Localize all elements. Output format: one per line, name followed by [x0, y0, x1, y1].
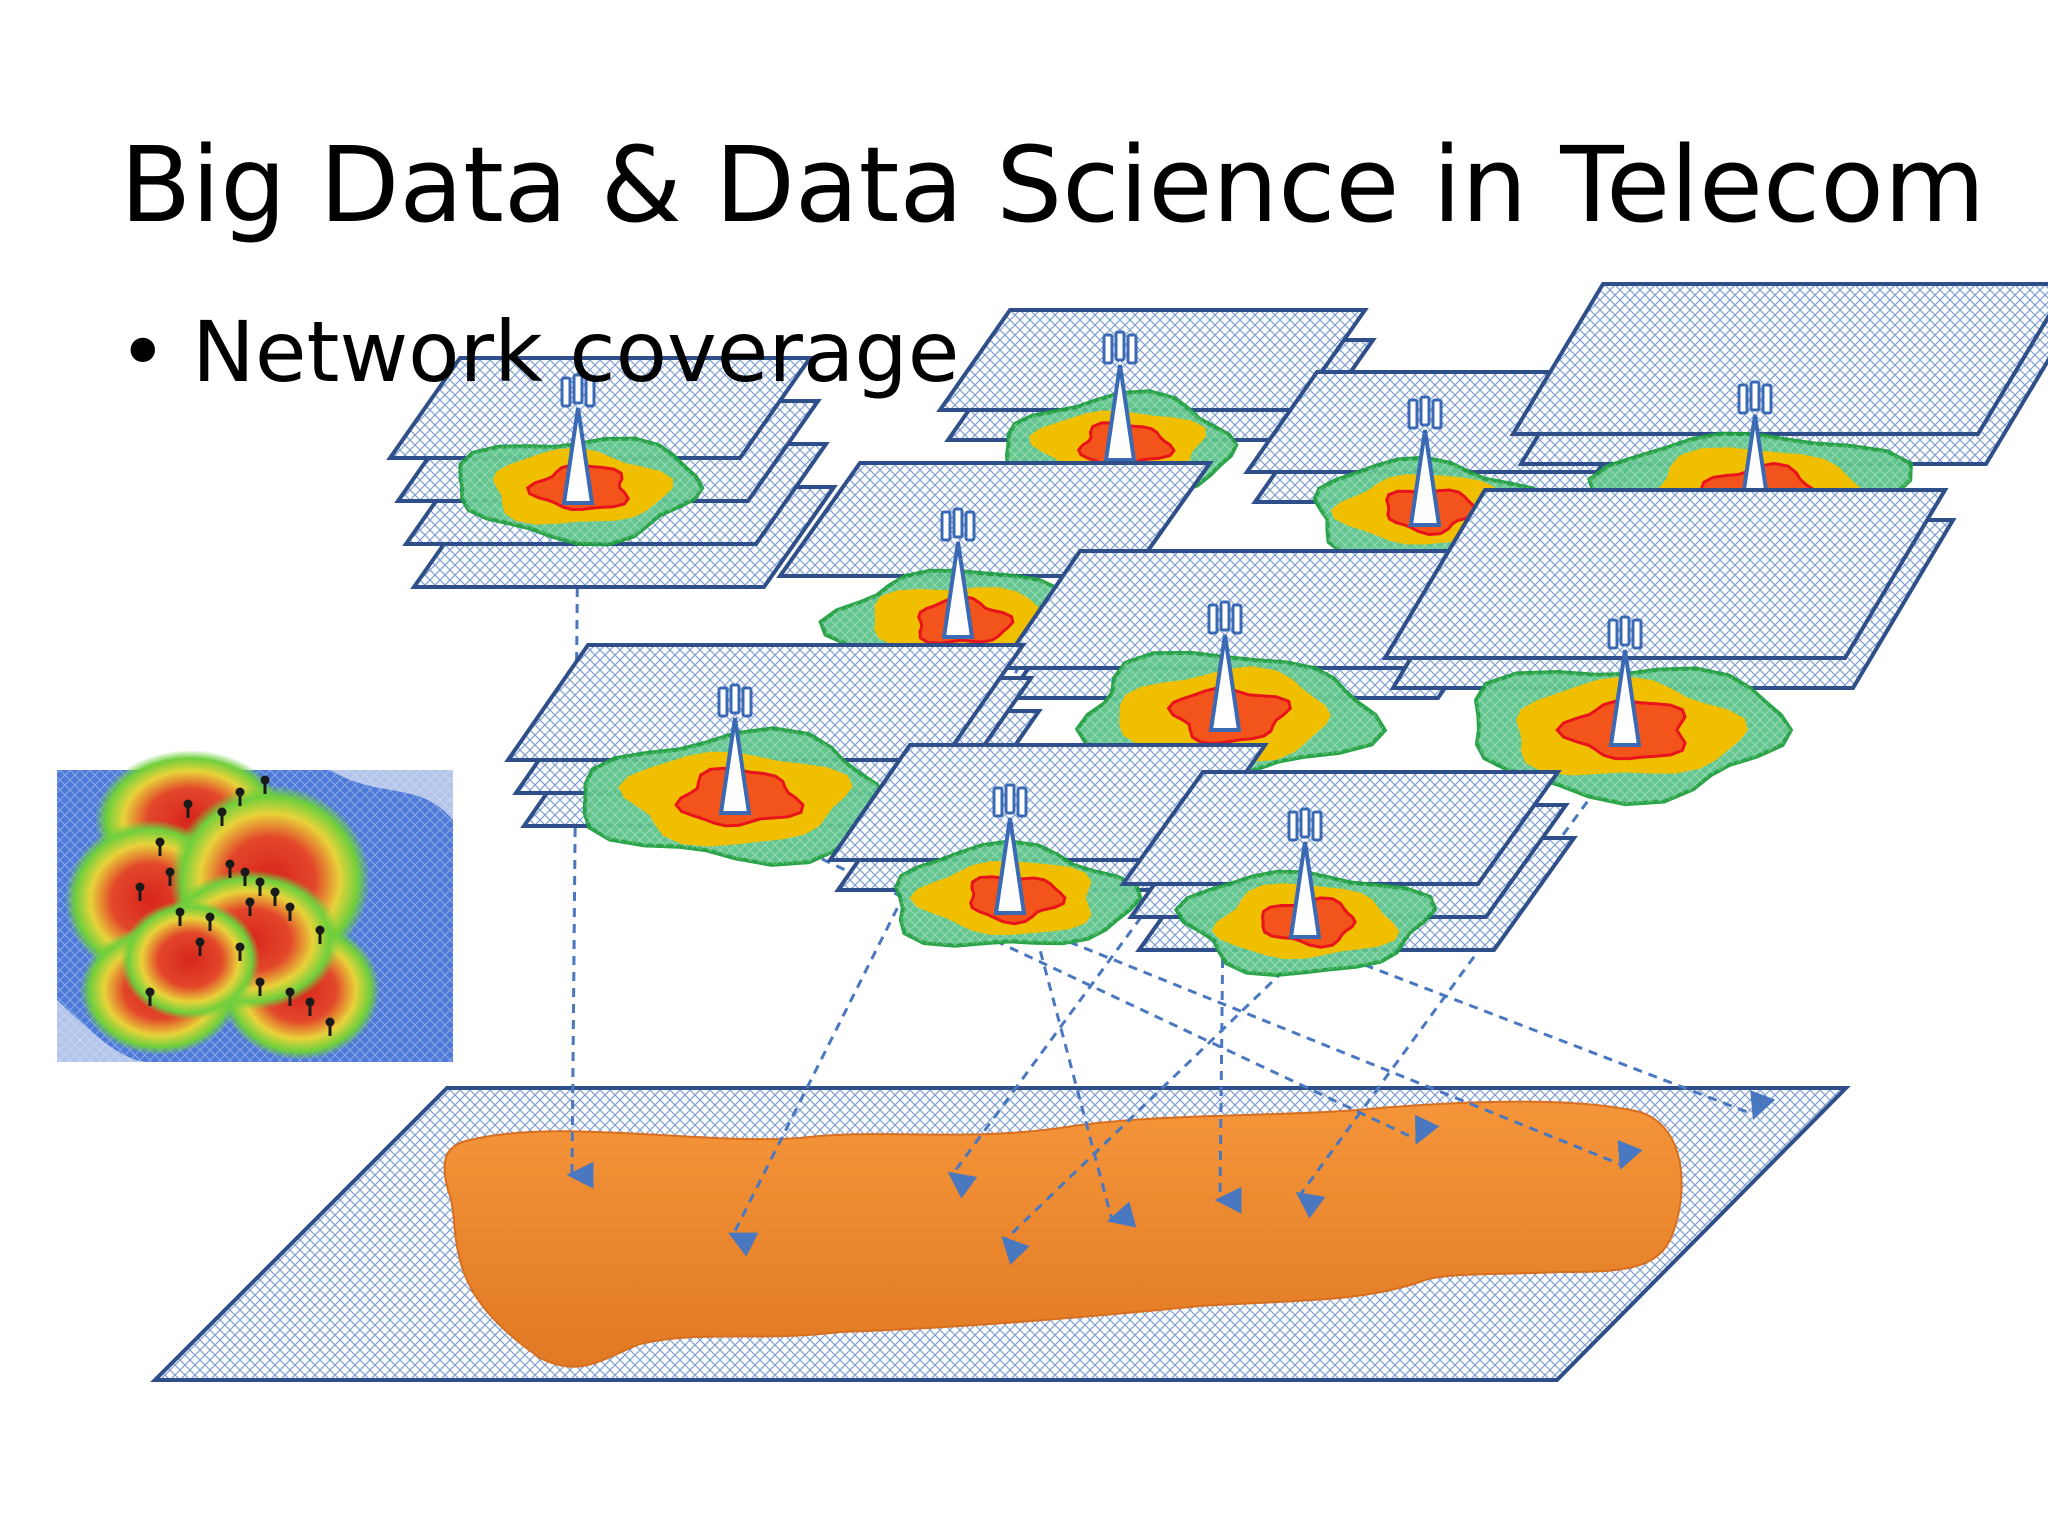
layer-stack — [826, 743, 1277, 948]
projection-arrow — [1214, 734, 1242, 1214]
site-marker-icon — [195, 937, 205, 956]
projection-arrow — [1009, 916, 1643, 1171]
layer-stack — [386, 356, 838, 589]
projection-arrow — [734, 816, 1440, 1145]
site-marker-icon — [145, 987, 155, 1006]
site-marker-icon — [175, 907, 185, 926]
grid-layer — [1509, 282, 2048, 436]
site-marker-icon — [235, 787, 245, 806]
site-marker-icon — [305, 997, 315, 1016]
projection-arrow — [566, 507, 594, 1189]
bullet-marker: • — [118, 303, 168, 401]
bullet-text: Network coverage — [192, 303, 960, 401]
grid-layer — [1381, 488, 1949, 660]
grid-layer — [386, 356, 814, 460]
layer-stack — [1243, 370, 1679, 560]
site-marker-icon — [285, 902, 295, 921]
site-marker-icon — [260, 775, 270, 794]
projection-arrow — [1295, 749, 1627, 1219]
aggregated-coverage-area — [443, 1100, 1683, 1368]
projection-arrow — [1001, 513, 1757, 1265]
layer-stack — [1381, 488, 1957, 807]
site-marker-icon — [183, 799, 193, 818]
layer-stack — [1119, 770, 1578, 978]
site-marker-icon — [285, 987, 295, 1006]
bullet-item: •Network coverage — [118, 303, 960, 401]
site-marker-icon — [245, 897, 255, 916]
layer-stack — [996, 549, 1522, 780]
site-marker-icon — [240, 867, 250, 886]
slide-title: Big Data & Data Science in Telecom — [120, 124, 1986, 246]
site-marker-icon — [255, 977, 265, 996]
site-marker-icon — [135, 882, 145, 901]
site-marker-icon — [255, 877, 265, 896]
site-marker-icon — [235, 942, 245, 961]
site-marker-icon — [270, 887, 280, 906]
site-marker-icon — [155, 837, 165, 856]
layer-stack — [936, 308, 1377, 496]
site-marker-icon — [165, 867, 175, 886]
coverage-heatmap-image — [57, 750, 453, 1062]
projection-arrow — [1304, 940, 1776, 1121]
site-marker-icon — [325, 1017, 335, 1036]
grid-layer — [1119, 770, 1562, 886]
coverage-layer-stacks — [386, 282, 2048, 978]
site-marker-icon — [315, 925, 325, 944]
aggregate-coverage-layer — [150, 1086, 1851, 1382]
site-marker-icon — [225, 859, 235, 878]
site-marker-icon — [205, 912, 215, 931]
site-marker-icon — [217, 807, 227, 826]
